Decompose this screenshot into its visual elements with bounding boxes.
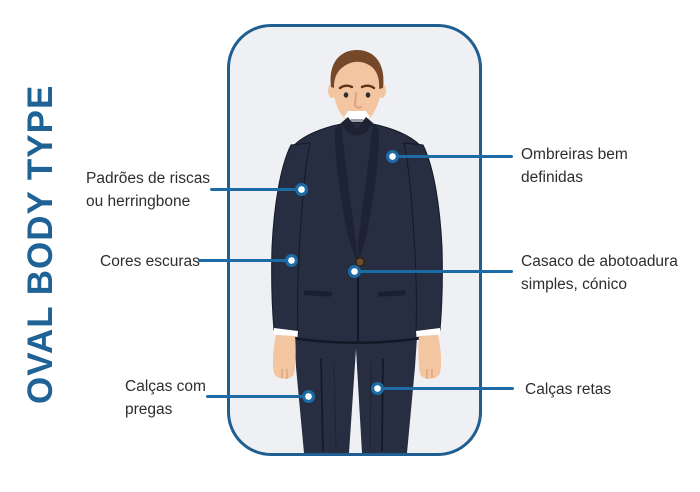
callout-text: simples, cónico (521, 276, 627, 293)
callout-dot-single-breasted (348, 265, 361, 278)
callout-text: definidas (521, 169, 584, 186)
callout-label-single-breasted: Casaco de abotoadura simples, cónico (521, 250, 678, 296)
callout-dot-dark-colors (285, 254, 298, 267)
callout-line-dark-colors (198, 259, 292, 262)
callout-text: Casaco de abotoadura (521, 253, 678, 270)
man-illustration (271, 50, 443, 453)
callout-dot-pleated-pants (302, 390, 315, 403)
callout-text: Cores escuras (100, 253, 200, 270)
callout-dot-stripes (295, 183, 308, 196)
callout-label-straight-pants: Calças retas (525, 378, 611, 401)
callout-label-dark-colors: Cores escuras (100, 250, 200, 273)
callout-line-straight-pants (377, 387, 514, 390)
callout-label-pleated-pants: Calças com pregas (125, 375, 206, 421)
callout-label-shoulders: Ombreiras bem definidas (521, 143, 628, 189)
callout-dot-shoulders (386, 150, 399, 163)
callout-text: ou herringbone (86, 193, 191, 210)
callout-line-shoulders (392, 155, 513, 158)
callout-text: Calças retas (525, 381, 612, 398)
callout-text: Ombreiras bem (521, 146, 628, 163)
callout-text: Padrões de riscas (86, 170, 211, 187)
man-pants (294, 322, 418, 453)
callout-line-single-breasted (354, 270, 513, 273)
man-face (333, 58, 381, 125)
callout-text: Calças com (125, 378, 206, 395)
jacket-button (355, 257, 365, 267)
man-hair (330, 50, 384, 89)
illustration-frame (227, 24, 482, 456)
callout-line-pleated-pants (206, 395, 309, 398)
callout-text: pregas (125, 401, 173, 418)
callout-line-stripes (210, 188, 302, 191)
callout-label-stripes: Padrões de riscas ou herringbone (86, 167, 210, 213)
callout-dot-straight-pants (371, 382, 384, 395)
page-title: OVAL BODY TYPE (21, 84, 60, 404)
man-hands (272, 335, 442, 379)
